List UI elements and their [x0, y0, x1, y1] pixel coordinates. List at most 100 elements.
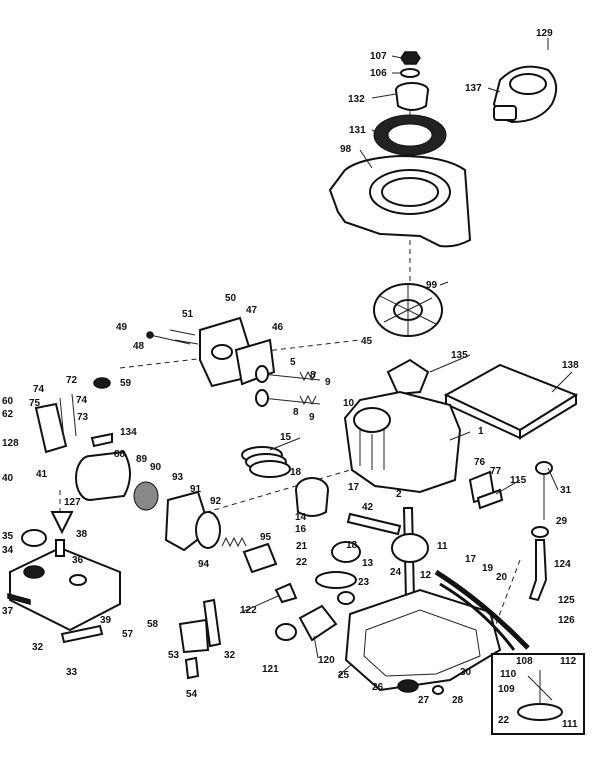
- part-labels: 129 107 106 132 137 131 98 99 50 51 47 4…: [2, 28, 579, 730]
- part-label: 72: [66, 375, 78, 386]
- part-label: 34: [2, 545, 14, 556]
- part-label: 95: [260, 532, 272, 543]
- part-label: 112: [560, 656, 577, 667]
- control-lever-part: [34, 393, 77, 454]
- part-label: 111: [562, 719, 578, 730]
- governor-part: [178, 598, 222, 680]
- part-label: 20: [496, 572, 508, 583]
- part-label: 38: [76, 529, 88, 540]
- part-label: 47: [246, 305, 258, 316]
- part-label: 9: [325, 377, 331, 388]
- part-label: 90: [150, 462, 162, 473]
- camshaft-part: [346, 512, 402, 536]
- flywheel-part: [373, 283, 443, 337]
- part-label: 41: [36, 469, 48, 480]
- connecting-rod-part: [315, 541, 361, 605]
- part-label: 30: [460, 667, 472, 678]
- part-label: 75: [29, 398, 41, 409]
- part-label: 57: [122, 629, 134, 640]
- part-label: 51: [182, 309, 194, 320]
- part-label: 73: [77, 412, 89, 423]
- part-label: 135: [451, 350, 468, 361]
- part-label: 9: [309, 412, 315, 423]
- part-label: 128: [2, 438, 19, 449]
- part-label: 2: [396, 489, 402, 500]
- part-label: 62: [2, 409, 14, 420]
- blower-housing-part: [328, 154, 472, 248]
- part-label: 132: [348, 94, 365, 105]
- part-label: 88: [114, 449, 126, 460]
- gasket-part: [468, 470, 504, 510]
- part-label: 54: [186, 689, 198, 700]
- part-label: 58: [147, 619, 159, 630]
- part-label: 120: [318, 655, 335, 666]
- nut-part: [400, 51, 421, 78]
- inset-detail-box: [491, 653, 585, 735]
- part-label: 77: [490, 466, 502, 477]
- part-label: 22: [498, 715, 510, 726]
- piston-part: [295, 477, 329, 517]
- spring-part: [221, 536, 247, 548]
- part-label: 53: [168, 650, 180, 661]
- carb-screws-part: [146, 329, 199, 345]
- part-label: 19: [482, 563, 494, 574]
- cover-part: [195, 511, 221, 549]
- part-label: 25: [338, 670, 350, 681]
- part-label: 94: [198, 559, 210, 570]
- bracket-part: [60, 624, 104, 644]
- part-label: 24: [390, 567, 402, 578]
- tube-part: [242, 542, 278, 574]
- rotating-screen-part: [373, 114, 447, 156]
- part-label: 108: [516, 656, 533, 667]
- part-label: 76: [474, 457, 486, 468]
- part-label: 106: [370, 68, 387, 79]
- belt-part: [434, 569, 530, 651]
- part-label: 36: [72, 555, 84, 566]
- muffler-part: [75, 450, 131, 501]
- part-label: 91: [190, 484, 202, 495]
- part-label: 8: [310, 370, 316, 381]
- part-label: 129: [536, 28, 553, 39]
- part-label: 127: [64, 497, 81, 508]
- valves-part: [255, 365, 321, 407]
- seal-part: [397, 679, 444, 695]
- part-label: 29: [556, 516, 568, 527]
- muffler-screen-part: [133, 481, 159, 511]
- part-label: 26: [372, 682, 384, 693]
- part-label: 11: [437, 541, 448, 552]
- part-label: 138: [562, 360, 579, 371]
- part-label: 39: [100, 615, 112, 626]
- part-label: 92: [210, 496, 222, 507]
- part-label: 5: [290, 357, 296, 368]
- part-label: 42: [362, 502, 374, 513]
- oil-fill-part: [274, 582, 338, 642]
- fuel-part: [50, 511, 74, 557]
- part-label: 59: [120, 378, 132, 389]
- part-label: 137: [465, 83, 482, 94]
- part-label: 18: [290, 467, 302, 478]
- part-label: 93: [172, 472, 184, 483]
- part-label: 89: [136, 454, 148, 465]
- part-label: 60: [2, 396, 14, 407]
- part-label: 126: [558, 615, 575, 626]
- part-label: 28: [452, 695, 464, 706]
- part-label: 107: [370, 51, 387, 62]
- knob-part: [93, 377, 111, 389]
- ignition-part: [386, 358, 430, 396]
- part-label: 35: [2, 531, 14, 542]
- air-filter-part: [443, 363, 579, 440]
- part-label: 22: [296, 557, 308, 568]
- piston-rings-part: [241, 446, 291, 478]
- cylinder-block-part: [343, 390, 462, 494]
- crankshaft-part: [391, 507, 429, 601]
- part-label: 23: [358, 577, 370, 588]
- part-label: 74: [33, 384, 45, 395]
- part-label: 16: [295, 524, 307, 535]
- sump-base-part: [344, 588, 502, 692]
- part-label: 8: [293, 407, 299, 418]
- part-label: 10: [343, 398, 355, 409]
- part-label: 45: [361, 336, 373, 347]
- part-label: 31: [560, 485, 572, 496]
- part-label: 21: [296, 541, 308, 552]
- part-label: 46: [272, 322, 284, 333]
